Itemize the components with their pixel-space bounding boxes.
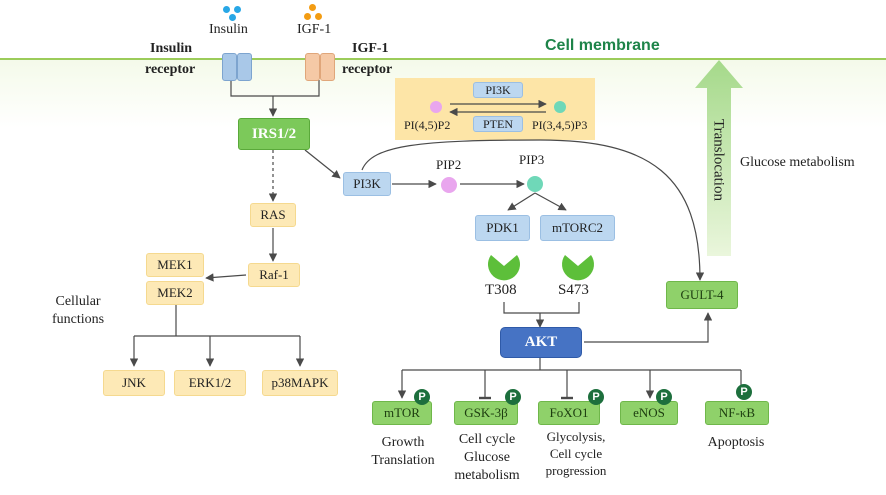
cellular-functions-label: Cellular functions — [52, 294, 105, 327]
panel-pi3k-box: PI3K — [473, 82, 523, 98]
panel-pten-box: PTEN — [473, 116, 523, 132]
edge-mek-to-mapk — [134, 305, 300, 337]
phospho-badge: P — [656, 389, 672, 405]
target-mtor: mTOR — [372, 401, 432, 425]
mtorc2-node: mTORC2 — [540, 215, 615, 241]
edge-pip3-to-pdk1 — [507, 192, 536, 211]
effect-gsk3b: Cell cycle Glucose metabolism — [454, 432, 520, 483]
cell-membrane-label: Cell membrane — [545, 37, 660, 54]
ras-node: RAS — [250, 203, 296, 227]
pip3-dot — [527, 176, 543, 192]
insulin-ligand-label: Insulin — [209, 22, 248, 37]
target-nfkb: NF-κB — [705, 401, 769, 425]
pip2-dot — [441, 177, 457, 193]
edge-sites-to-akt — [503, 302, 580, 314]
phospho-badge: P — [736, 384, 752, 400]
panel-pip2-label: PI(4,5)P2 — [404, 118, 451, 132]
phospho-badge: P — [588, 389, 604, 405]
insulin-molecule-dot — [223, 6, 230, 13]
t308-kinase-symbol — [488, 255, 520, 281]
insulin-receptor-left — [222, 53, 237, 81]
effect-foxo1: Glycolysis, Cell cycle progression — [545, 429, 607, 478]
translocation-arrow — [695, 60, 743, 256]
phospho-badge: P — [414, 389, 430, 405]
pi3k-node: PI3K — [343, 172, 391, 196]
igf1-receptor-label-2: receptor — [342, 62, 393, 77]
insulin-receptor-right — [237, 53, 252, 81]
igf1-molecule-dot — [304, 13, 311, 20]
insulin-molecule-dot — [229, 14, 236, 21]
insulin-molecule-dot — [234, 6, 241, 13]
s473-label: S473 — [558, 282, 589, 298]
edge-pi3k-to-gult4 — [361, 139, 705, 281]
target-gsk3b: GSK-3β — [454, 401, 518, 425]
igf1-receptor-left — [305, 53, 320, 81]
insulin-receptor-label-2: receptor — [145, 62, 196, 77]
irs-node: IRS1/2 — [238, 118, 310, 150]
glucose-metabolism-label: Glucose metabolism — [740, 155, 855, 170]
mek1-node: MEK1 — [146, 253, 204, 277]
cell-membrane-line — [0, 58, 886, 60]
t308-label: T308 — [485, 282, 517, 298]
panel-pip3-label: PI(3,4,5)P3 — [532, 118, 588, 132]
s473-kinase-symbol — [562, 255, 594, 281]
edge-akt-to-gult4 — [584, 312, 713, 343]
igf1-receptor-label-1: IGF-1 — [352, 41, 389, 56]
target-enos: eNOS — [620, 401, 678, 425]
target-foxo1: FoXO1 — [538, 401, 600, 425]
edge-pip3-to-mtorc2 — [534, 192, 567, 211]
mek2-node: MEK2 — [146, 281, 204, 305]
insulin-receptor-label-1: Insulin — [150, 41, 193, 56]
effect-mtor: Growth Translation — [371, 435, 435, 468]
jnk-node: JNK — [103, 370, 165, 396]
edge-raf-to-mek — [205, 273, 247, 282]
panel-pip3-dot — [554, 101, 566, 113]
pip2-label: PIP2 — [436, 157, 462, 172]
gult4-node: GULT-4 — [666, 281, 738, 309]
igf1-ligand-label: IGF-1 — [297, 22, 332, 37]
panel-pip2-dot — [430, 101, 442, 113]
igf1-receptor-right — [320, 53, 335, 81]
edge-irs-to-pi3k — [304, 149, 341, 179]
edge-receptors-to-irs — [230, 80, 320, 97]
igf1-molecule-dot — [309, 4, 316, 11]
pdk1-node: PDK1 — [475, 215, 530, 241]
phospho-badge: P — [505, 389, 521, 405]
raf1-node: Raf-1 — [248, 263, 300, 287]
akt-node: AKT — [500, 327, 582, 358]
p38mapk-node: p38MAPK — [262, 370, 338, 396]
igf1-molecule-dot — [315, 13, 322, 20]
erk-node: ERK1/2 — [174, 370, 246, 396]
pip3-label: PIP3 — [519, 152, 545, 167]
effect-nfkb: Apoptosis — [707, 435, 765, 450]
